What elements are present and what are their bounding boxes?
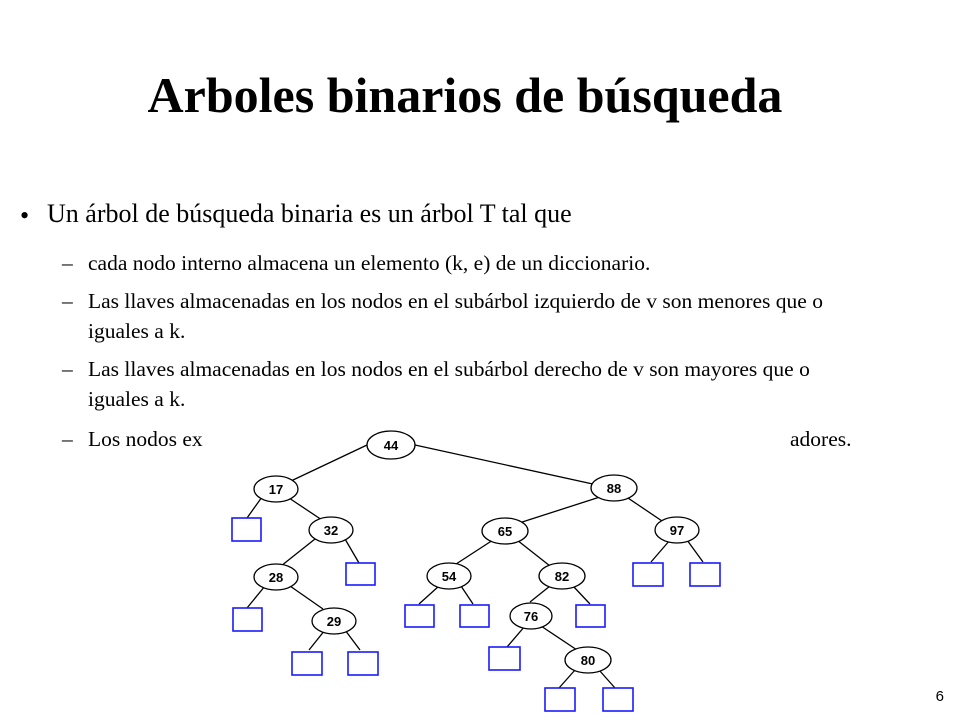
node-17: 17 — [253, 475, 299, 503]
sub-item-text: Las llaves almacenadas en los nodos en e… — [88, 357, 810, 411]
node-label: 29 — [327, 614, 341, 629]
leaf-node — [488, 646, 521, 671]
leaf-node — [602, 687, 634, 712]
leaf-node — [575, 604, 606, 628]
sub-item-text: cada nodo interno almacena un elemento (… — [88, 251, 651, 275]
node-54: 54 — [426, 562, 472, 590]
bst-diagram: 44 17 88 32 65 97 — [225, 420, 732, 720]
sub-item-dash: – — [62, 289, 73, 313]
node-29: 29 — [311, 607, 357, 635]
node-32: 32 — [308, 516, 354, 544]
leaf-node — [544, 687, 576, 712]
bst-svg: 44 17 88 32 65 97 — [231, 430, 721, 712]
node-97: 97 — [654, 516, 700, 544]
leaf-node — [459, 604, 490, 628]
tree-internal-nodes: 44 17 88 32 65 97 — [253, 430, 700, 674]
node-label: 17 — [269, 482, 283, 497]
sub-item-dash: – — [62, 427, 73, 451]
sub-item-text-tail: adores. — [790, 427, 852, 451]
node-label: 28 — [269, 570, 283, 585]
node-label: 44 — [384, 438, 399, 453]
slide-number: 6 — [935, 688, 944, 705]
leaf-node — [347, 651, 379, 676]
node-label: 54 — [442, 569, 457, 584]
node-label: 82 — [555, 569, 569, 584]
node-76: 76 — [509, 602, 553, 630]
node-label: 97 — [670, 523, 684, 538]
node-label: 80 — [581, 653, 595, 668]
sub-item-text: Las llaves almacenadas en los nodos en e… — [88, 289, 823, 343]
bullet-marker: • — [20, 201, 30, 230]
leaf-node — [632, 562, 664, 587]
leaf-node — [291, 651, 323, 676]
leaf-node — [345, 562, 376, 586]
sub-item-dash: – — [62, 251, 73, 275]
node-80: 80 — [564, 646, 612, 674]
leaf-node — [232, 607, 263, 632]
node-44: 44 — [366, 430, 416, 460]
node-82: 82 — [538, 562, 586, 590]
node-65: 65 — [481, 517, 529, 545]
node-label: 88 — [607, 481, 621, 496]
node-label: 65 — [498, 524, 512, 539]
node-28: 28 — [253, 563, 299, 591]
leaf-node — [231, 517, 262, 542]
node-88: 88 — [590, 474, 638, 502]
leaf-node — [404, 604, 435, 628]
sub-item-dash: – — [62, 357, 73, 381]
slide-title: Arboles binarios de búsqueda — [147, 67, 783, 123]
bullet-text: Un árbol de búsqueda binaria es un árbol… — [47, 199, 572, 228]
node-label: 32 — [324, 523, 338, 538]
leaf-node — [689, 562, 721, 587]
tree-leaves — [231, 517, 721, 712]
node-label: 76 — [524, 609, 538, 624]
sub-item-text: Los nodos ex — [88, 427, 203, 451]
